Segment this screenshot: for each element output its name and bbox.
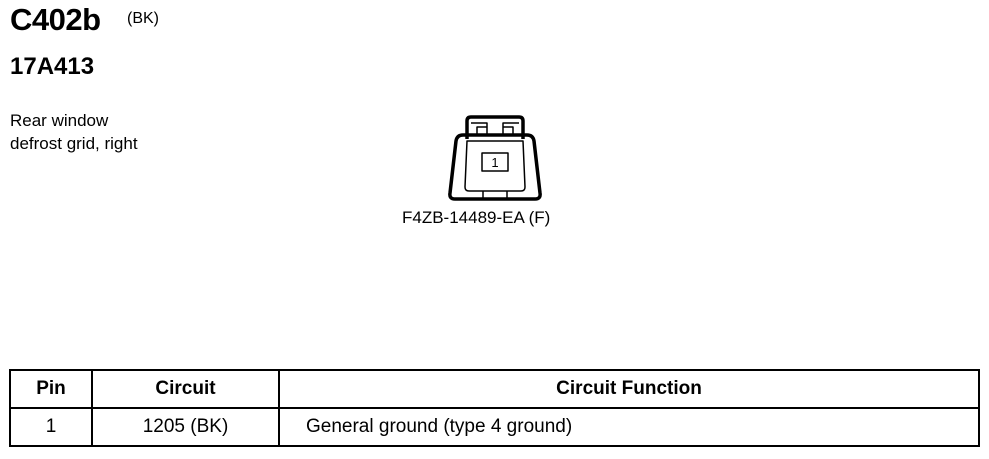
cell-circuit: 1205 (BK): [91, 407, 280, 447]
pinout-table: Pin Circuit Circuit Function 1 1205 (BK)…: [9, 369, 980, 447]
connector-color: (BK): [127, 10, 159, 27]
header-circuit: Circuit: [91, 369, 280, 409]
connector-face-icon: 1: [448, 115, 542, 201]
header-circuit-function: Circuit Function: [278, 369, 980, 409]
pin-number-label: 1: [491, 155, 498, 170]
description-line-1: Rear window: [10, 111, 109, 130]
table-row: 1 1205 (BK) General ground (type 4 groun…: [9, 407, 980, 447]
connector-description: Rear window defrost grid, right: [10, 109, 138, 155]
header-pin: Pin: [9, 369, 93, 409]
description-line-2: defrost grid, right: [10, 134, 138, 153]
connector-id: C402b: [10, 2, 101, 37]
table-header-row: Pin Circuit Circuit Function: [9, 369, 980, 409]
cell-pin: 1: [9, 407, 93, 447]
part-number: 17A413: [10, 53, 95, 80]
connector-part-label: F4ZB-14489-EA (F): [402, 208, 551, 227]
cell-function: General ground (type 4 ground): [278, 407, 980, 447]
